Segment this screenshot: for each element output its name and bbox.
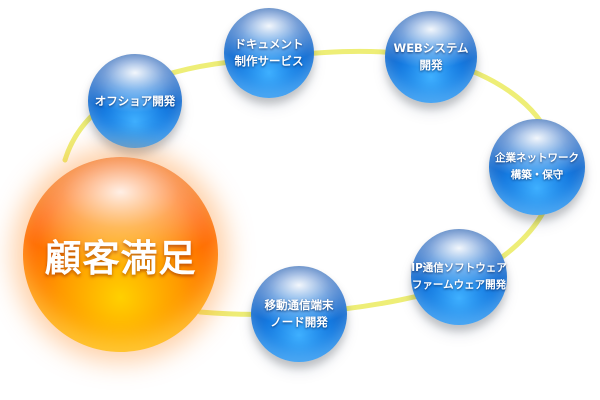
service-label-line: IP通信ソフトウェア bbox=[411, 262, 507, 274]
service-label-line: ファームウェア開発 bbox=[411, 279, 507, 291]
service-sphere-document[interactable]: ドキュメント 制作サービス bbox=[224, 8, 314, 98]
service-label-ip-software: IP通信ソフトウェア ファームウェア開発 bbox=[411, 260, 507, 294]
service-sphere-web-system[interactable]: WEBシステム 開発 bbox=[385, 11, 477, 103]
service-label-line: WEBシステム bbox=[393, 41, 469, 55]
service-label-line: 企業ネットワーク bbox=[495, 152, 579, 164]
service-label-line: ノード開発 bbox=[270, 315, 328, 329]
service-label-document: ドキュメント 制作サービス bbox=[235, 36, 304, 70]
service-sphere-network[interactable]: 企業ネットワーク 構築・保守 bbox=[489, 119, 585, 215]
service-label-line: 制作サービス bbox=[234, 54, 304, 68]
service-label-line: オフショア開発 bbox=[94, 93, 176, 108]
customer-satisfaction-sphere[interactable]: 顧客満足 bbox=[23, 157, 218, 352]
service-label-network: 企業ネットワーク 構築・保守 bbox=[495, 150, 579, 184]
orbit-ring-path bbox=[62, 48, 558, 317]
service-sphere-offshore[interactable]: オフショア開発 bbox=[88, 54, 182, 148]
service-label-offshore: オフショア開発 bbox=[95, 93, 176, 110]
service-label-line: 移動通信端末 bbox=[264, 298, 334, 312]
service-label-line: 構築・保守 bbox=[510, 169, 564, 181]
service-sphere-ip-software[interactable]: IP通信ソフトウェア ファームウェア開発 bbox=[411, 229, 507, 325]
service-label-line: 開発 bbox=[419, 58, 443, 72]
service-label-line: ドキュメント bbox=[234, 37, 304, 51]
service-label-mobile-terminal: 移動通信端末 ノード開発 bbox=[265, 297, 334, 331]
service-label-web-system: WEBシステム 開発 bbox=[394, 40, 469, 74]
service-sphere-mobile-terminal[interactable]: 移動通信端末 ノード開発 bbox=[251, 266, 347, 362]
customer-satisfaction-label: 顧客満足 bbox=[44, 236, 197, 280]
